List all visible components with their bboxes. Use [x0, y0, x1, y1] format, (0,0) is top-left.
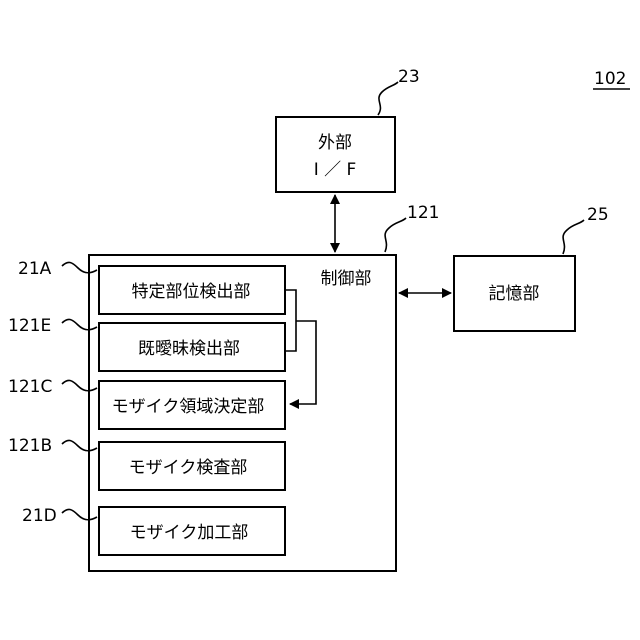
module-121B-label: モザイク検査部 — [129, 458, 248, 478]
module-21D-ref: 21D — [22, 506, 57, 526]
control-unit-ref: 121 — [407, 203, 439, 223]
module-21D-label: モザイク加工部 — [130, 523, 249, 543]
module-21A-ref: 21A — [18, 259, 52, 279]
storage-ref: 25 — [587, 205, 609, 225]
module-mosaic-processor: モザイク加工部 — [99, 507, 285, 555]
module-specific-part-detector: 特定部位検出部 — [99, 266, 285, 314]
module-mosaic-region-determiner: モザイク領域決定部 — [99, 381, 285, 429]
external-if-ref: 23 — [398, 67, 420, 87]
module-121C-ref: 121C — [8, 377, 52, 397]
control-unit-label: 制御部 — [321, 269, 372, 289]
storage-label: 記憶部 — [489, 284, 540, 304]
external-if-line2: I ／ F — [314, 160, 357, 180]
figure-number: 102 — [594, 69, 626, 89]
module-121C-label: モザイク領域決定部 — [112, 397, 265, 417]
module-21A-label: 特定部位検出部 — [132, 282, 251, 302]
module-121E-ref: 121E — [8, 316, 51, 336]
module-121E-label: 既曖昧検出部 — [138, 339, 240, 359]
external-if-line1: 外部 — [318, 133, 352, 153]
module-mosaic-inspector: モザイク検査部 — [99, 442, 285, 490]
external-if-leader — [378, 82, 398, 115]
module-121B-ref: 121B — [8, 436, 52, 456]
module-ambiguity-detector: 既曖昧検出部 — [99, 323, 285, 371]
storage-leader — [563, 220, 584, 254]
external-if-block: 外部 I ／ F — [276, 117, 395, 192]
storage-block: 記憶部 — [454, 256, 575, 331]
control-unit-leader — [385, 218, 406, 252]
